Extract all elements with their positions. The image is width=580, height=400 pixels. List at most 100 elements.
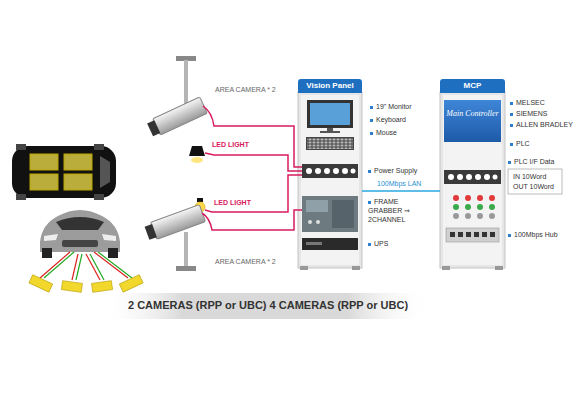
illustration-part xyxy=(315,168,321,174)
node-label: Mouse xyxy=(370,129,397,138)
illustration-part xyxy=(508,169,562,194)
illustration-part xyxy=(440,92,505,268)
illustration-part xyxy=(489,195,495,201)
node-label: 100Mbps Hub xyxy=(508,231,558,240)
frame-grabber: FRAME GRABBER ⇒ 2CHANNEL xyxy=(302,196,358,232)
line-lights xyxy=(29,275,143,293)
caption-text: 2 CAMERAS (RPP or UBC) 4 CAMERAS (RPP or… xyxy=(128,299,408,313)
illustration-part xyxy=(147,120,160,136)
illustration-part xyxy=(466,174,472,180)
illustration-part xyxy=(44,252,74,278)
illustration-part xyxy=(197,198,203,202)
node-label: FRAME GRABBER ⇒ 2CHANNEL xyxy=(368,198,434,224)
illustration-part xyxy=(16,194,26,200)
illustration-part xyxy=(446,228,499,242)
illustration-part xyxy=(306,137,354,150)
node-label: AREA CAMERA * 2 xyxy=(215,258,276,267)
plc-brand-label: PLC xyxy=(510,140,530,149)
illustration-part xyxy=(100,156,110,188)
illustration-part xyxy=(443,95,502,265)
illustration-part xyxy=(482,232,487,237)
monitor-set: 19" MonitorKeyboardMouse xyxy=(302,98,358,154)
mcp-panel: MCPMain Controller100Mbps Hub xyxy=(440,92,505,268)
illustration-part xyxy=(100,293,430,319)
power-supply: Power Supply xyxy=(302,164,358,178)
illustration-part xyxy=(42,248,52,258)
area-camera-top xyxy=(146,56,290,138)
illustration-part xyxy=(302,164,358,178)
illustration-part xyxy=(465,213,471,219)
illustration-part xyxy=(146,97,207,138)
illustration-part xyxy=(484,174,490,180)
illustration-part xyxy=(489,213,495,219)
illustration-part xyxy=(489,204,495,210)
plc-brand-label: MELSEC xyxy=(510,99,545,108)
illustration-part xyxy=(94,194,104,200)
illustration-part xyxy=(474,232,479,237)
illustration-part xyxy=(29,275,53,292)
lan-cable xyxy=(362,190,440,192)
illustration-part xyxy=(12,146,116,198)
illustration-part xyxy=(465,195,471,201)
illustration-part xyxy=(108,248,118,258)
illustration-part xyxy=(30,174,58,190)
vision-panel-cabinet xyxy=(298,92,362,270)
mcp-cabinet xyxy=(440,92,505,270)
illustration-part xyxy=(490,232,495,237)
signal-cable xyxy=(252,175,302,212)
vision-panel: Vision Panel19" MonitorKeyboardMousePowe… xyxy=(298,92,362,268)
node-label: Power Supply xyxy=(368,167,417,176)
signal-cable xyxy=(290,126,302,167)
led-light: LED LIGHT xyxy=(188,138,250,160)
illustration-part xyxy=(302,238,358,250)
illustration-part xyxy=(333,168,339,174)
signal-cable xyxy=(290,210,302,230)
illustration-part xyxy=(56,217,104,230)
main-controller: Main Controller xyxy=(444,100,501,142)
illustration-part xyxy=(351,169,356,174)
illustration-part xyxy=(94,144,104,150)
illustration-part xyxy=(203,106,290,126)
illustration-part xyxy=(450,232,455,237)
illustration-part xyxy=(493,175,498,180)
node-label: 19" Monitor xyxy=(370,103,412,112)
illustration-part xyxy=(189,146,205,156)
camera-unit: AREA CAMERA * 2 xyxy=(150,82,290,132)
illustration-part xyxy=(442,266,450,270)
illustration-part xyxy=(477,204,483,210)
node-label: UPS xyxy=(368,240,388,249)
illustration-part xyxy=(102,234,116,241)
ups-unit: UPS xyxy=(302,238,358,250)
illustration-part xyxy=(316,220,320,224)
network-hub: 100Mbps Hub xyxy=(446,228,499,242)
node-label: Main Controller xyxy=(446,110,499,119)
plc-data-box xyxy=(508,169,562,194)
illustration-part xyxy=(332,200,354,228)
illustration-part xyxy=(98,252,132,278)
illustration-part xyxy=(466,232,471,237)
illustration-part xyxy=(306,168,312,174)
illustration-part xyxy=(150,205,205,240)
node-label: IN 10Word xyxy=(513,173,546,182)
illustration-part xyxy=(465,204,471,210)
illustration-part xyxy=(306,242,322,245)
illustration-part xyxy=(61,281,82,293)
illustration-part xyxy=(119,275,143,292)
illustration-part xyxy=(144,205,206,242)
illustration-part xyxy=(453,204,459,210)
node-label: LED LIGHT xyxy=(214,199,251,208)
node-label: LED LIGHT xyxy=(212,141,249,150)
illustration-part xyxy=(444,170,501,184)
illustration-part xyxy=(92,281,113,293)
illustration-part xyxy=(184,232,188,268)
illustration-part xyxy=(352,266,360,270)
illustration-part xyxy=(64,174,92,190)
illustration-part xyxy=(477,195,483,201)
signal-cable xyxy=(250,155,302,171)
led-light-top xyxy=(189,146,250,163)
node-label: OUT 10Word xyxy=(513,183,554,192)
illustration-part xyxy=(40,252,70,278)
